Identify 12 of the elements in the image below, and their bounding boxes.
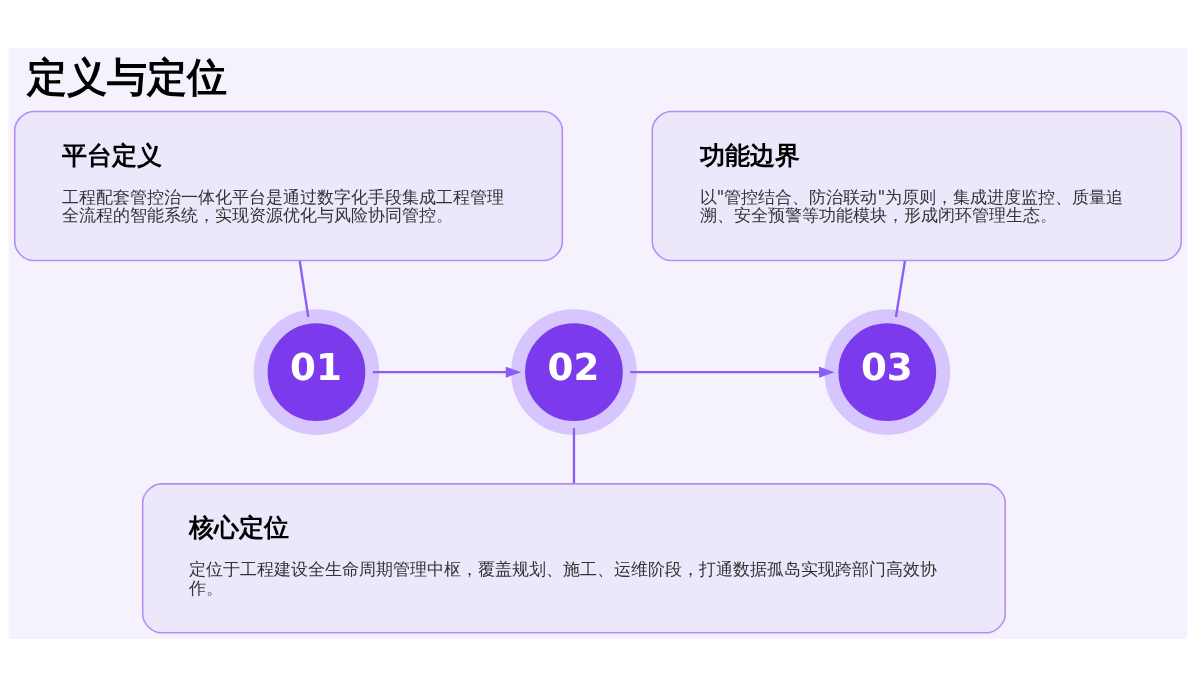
connector (894, 260, 907, 317)
node-box: 平台定义 工程配套管控治一体化平台是通过数字化手段集成工程管理全流程的智能系统，实现资源优化与风险协同管控。 (14, 110, 564, 261)
node-circle: 03 (824, 308, 951, 435)
node-box: 功能边界 以"管控结合、防治联动"为原则，集成进度监控、质量追溯、安全预警等功能模块，形成闭环管理生态。 (651, 110, 1182, 261)
node-circle: 01 (253, 308, 380, 435)
connector (298, 260, 310, 317)
node-box: 核心定位 定位于工程建设全生命周期管理中枢，覆盖规划、施工、运维阶段，打通数据孤岛实现跨部门高效协作。 (141, 482, 1006, 634)
arrow (630, 366, 835, 378)
node-circle: 02 (511, 308, 637, 435)
connector (572, 427, 576, 483)
arrow (372, 366, 522, 378)
diagram-title: 定义与定位 (27, 53, 228, 101)
